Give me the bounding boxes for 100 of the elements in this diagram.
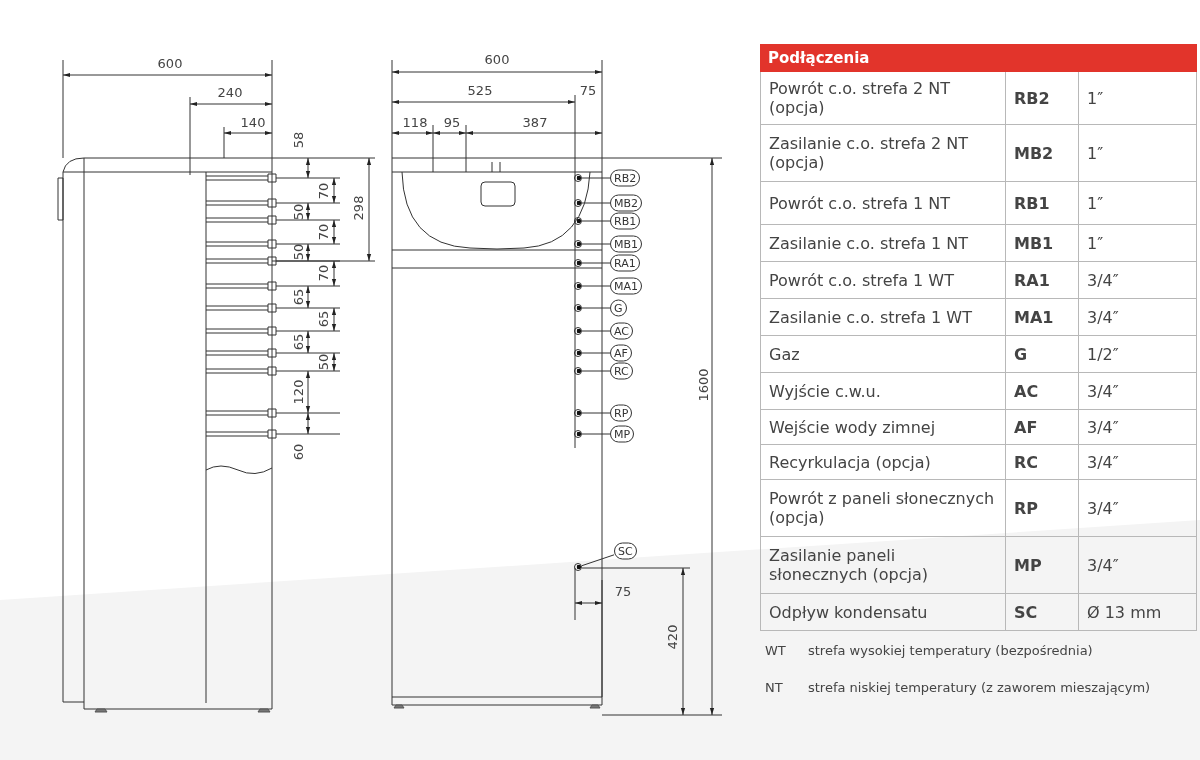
callout-label: MB2 (610, 194, 643, 212)
leader-line (581, 243, 611, 245)
connection-code-cell: MB1 (1006, 225, 1079, 261)
abbreviation: NT (765, 680, 783, 695)
connection-name-cell: Powrót c.o. strefa 1 NT (761, 182, 1006, 224)
callout-label: RC (610, 362, 633, 380)
dimension-label: 387 (522, 115, 548, 129)
leader-line (581, 202, 611, 204)
dimension-label: 75 (579, 83, 597, 97)
connection-name-cell: Powrót c.o. strefa 2 NT (opcja) (761, 72, 1006, 124)
dimension-label: 95 (443, 115, 461, 129)
abbreviation-note: strefa wysokiej temperatury (bezpośrednia) (808, 643, 1093, 658)
connection-name-cell: Zasilanie c.o. strefa 1 WT (761, 299, 1006, 335)
table-header: Podłączenia (760, 44, 1197, 72)
connection-code-cell: AF (1006, 410, 1079, 444)
dimension-label: 1600 (696, 368, 710, 402)
dimension-label: 50 (316, 353, 330, 371)
dimension-label: 70 (316, 264, 330, 282)
connection-name-cell: Zasilanie c.o. strefa 2 NT (opcja) (761, 125, 1006, 181)
dimension-label: 60 (291, 443, 305, 461)
abbreviation: WT (765, 643, 786, 658)
connection-point-icon (574, 240, 582, 248)
connection-point-icon (574, 199, 582, 207)
dimension-label: 58 (291, 131, 305, 149)
connection-name-cell: Recyrkulacja (opcja) (761, 445, 1006, 479)
connection-point-icon (574, 563, 582, 571)
connection-size-cell-text: 3/4″ (1086, 554, 1120, 577)
connection-code-cell: RB1 (1006, 182, 1079, 224)
connection-code-cell: MA1 (1006, 299, 1079, 335)
leader-line (581, 433, 611, 435)
leader-line (581, 285, 611, 287)
dimension-label: 75 (614, 584, 632, 598)
dimension-label: 65 (316, 310, 330, 328)
connection-size-cell-text: 1″ (1086, 142, 1105, 165)
dimension-label: 65 (291, 288, 305, 306)
connection-size-cell-text: 3/4″ (1086, 306, 1120, 329)
connection-size-cell-text: 1/2″ (1086, 343, 1120, 366)
abbreviation-note: strefa niskiej temperatury (z zaworem mieszającym) (808, 680, 1151, 695)
connection-name-cell: Wejście wody zimnej (761, 410, 1006, 444)
callout-label: AF (610, 344, 632, 362)
connection-point-icon (574, 409, 582, 417)
connection-size-cell-text: 3/4″ (1086, 269, 1120, 292)
dimension-label: 600 (157, 56, 183, 70)
connection-name-cell: Powrót c.o. strefa 1 WT (761, 262, 1006, 298)
leader-line (581, 370, 611, 372)
connection-name-cell: Zasilanie paneli słonecznych (opcja) (761, 537, 1006, 593)
dimension-label: 50 (291, 203, 305, 221)
connection-size-cell-text: 3/4″ (1086, 416, 1120, 439)
leader-line (581, 177, 611, 179)
connection-size-cell-text: 1″ (1086, 232, 1105, 255)
leader-line (581, 412, 611, 414)
dimension-label: 70 (316, 223, 330, 241)
leader-line (581, 262, 611, 264)
callout-label: G (610, 299, 627, 317)
callout-label: MP (610, 425, 635, 443)
connection-name-cell: Powrót z paneli słonecznych (opcja) (761, 480, 1006, 536)
callout-label: AC (610, 322, 633, 340)
callout-label: RP (610, 404, 633, 422)
dimension-label: 240 (217, 85, 243, 99)
connection-point-icon (574, 217, 582, 225)
connection-point-icon (574, 282, 582, 290)
connection-code-cell: MP (1006, 537, 1079, 593)
connection-point-icon (574, 430, 582, 438)
dimension-label: 70 (316, 182, 330, 200)
callout-label: MB1 (610, 235, 643, 253)
connection-code-cell: RA1 (1006, 262, 1079, 298)
connection-point-icon (574, 367, 582, 375)
leader-line (581, 220, 611, 222)
connection-point-icon (574, 327, 582, 335)
connection-name-cell: Odpływ kondensatu (761, 594, 1006, 630)
leader-line (581, 330, 611, 332)
connection-point-icon (574, 349, 582, 357)
dimension-label: 65 (291, 333, 305, 351)
callout-label: RB2 (610, 169, 641, 187)
connection-name-cell: Wyjście c.w.u. (761, 373, 1006, 409)
leader-line (581, 307, 611, 309)
connection-code-cell: G (1006, 336, 1079, 372)
connection-size-cell-text: 1″ (1086, 87, 1105, 110)
connection-code-cell: RB2 (1006, 72, 1079, 124)
dimension-label: 118 (402, 115, 428, 129)
dimension-label: 298 (351, 195, 365, 221)
callout-label: RB1 (610, 212, 641, 230)
dimension-label: 140 (240, 115, 266, 129)
connection-name-cell: Zasilanie c.o. strefa 1 NT (761, 225, 1006, 261)
dimension-label: 50 (291, 243, 305, 261)
connection-size-cell-text: 3/4″ (1086, 497, 1120, 520)
leader-line (581, 554, 615, 567)
leader-line (581, 352, 611, 354)
connection-point-icon (574, 174, 582, 182)
connection-code-cell: MB2 (1006, 125, 1079, 181)
connection-name-cell: Gaz (761, 336, 1006, 372)
connection-point-icon (574, 304, 582, 312)
connection-size-cell-text: 1″ (1086, 192, 1105, 215)
connection-code-cell: RP (1006, 480, 1079, 536)
connection-code-cell: SC (1006, 594, 1079, 630)
connection-size-cell-text: 3/4″ (1086, 451, 1120, 474)
dimension-label: 525 (467, 83, 493, 97)
connection-point-icon (574, 259, 582, 267)
callout-label: MA1 (610, 277, 642, 295)
dimension-label: 420 (665, 624, 679, 650)
